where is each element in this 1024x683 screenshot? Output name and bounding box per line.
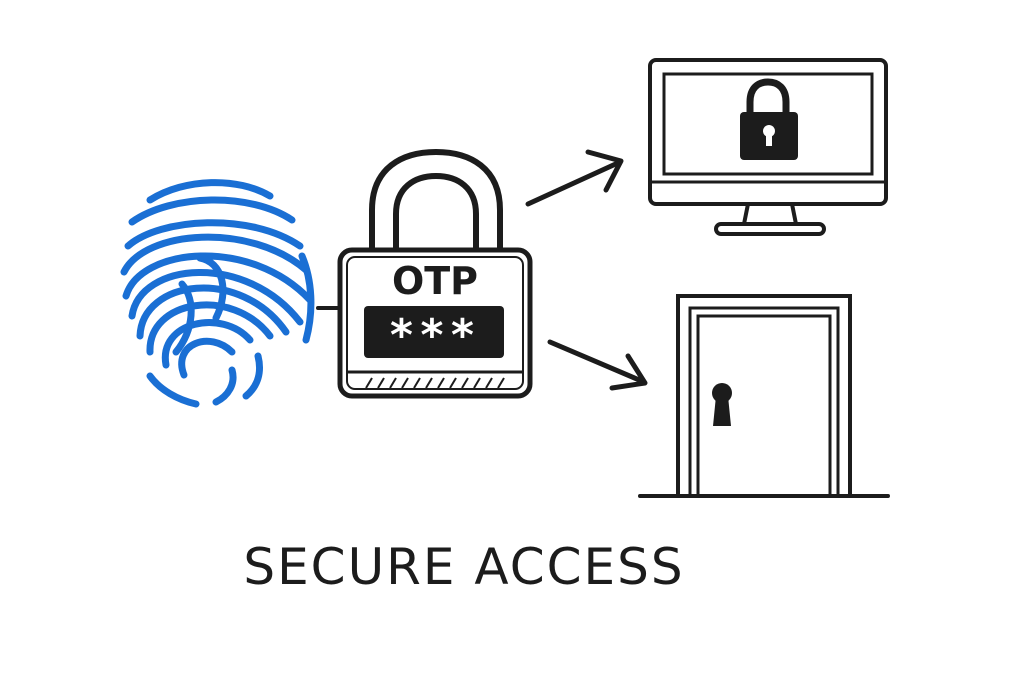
fingerprint-icon — [120, 179, 315, 408]
lock-icon — [740, 78, 798, 160]
arrow-to-monitor — [525, 149, 624, 207]
otp-code: *** — [388, 310, 479, 361]
diagram-caption: SECURE ACCESS — [243, 538, 684, 596]
otp-code-box — [364, 306, 504, 358]
otp-label: OTP — [392, 259, 478, 303]
door-icon — [638, 294, 890, 498]
arrow-to-door — [547, 339, 648, 391]
keyhole-icon — [712, 383, 732, 426]
monitor-icon — [648, 58, 888, 236]
padlock-icon — [337, 148, 533, 399]
